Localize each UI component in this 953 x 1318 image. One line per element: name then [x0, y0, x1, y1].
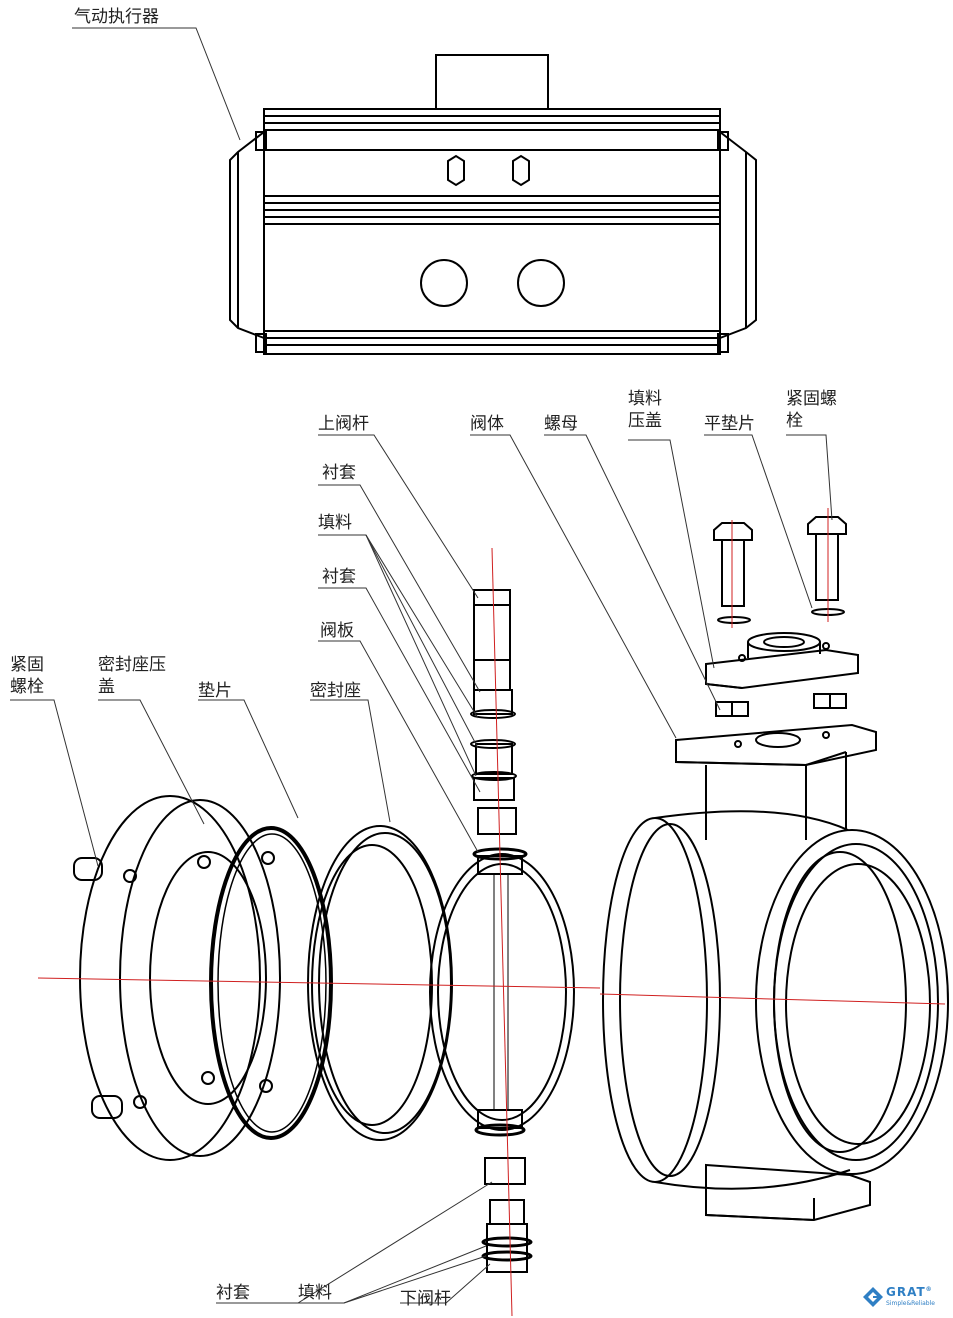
valve-body-drawing — [602, 723, 949, 1222]
actuator-drawing — [229, 54, 757, 355]
label-seat: 密封座 — [310, 681, 361, 701]
label-packing-bottom: 填料 — [298, 1283, 332, 1303]
label-upper-stem: 上阀杆 — [318, 414, 369, 434]
label-lower-stem: 下阀杆 — [400, 1289, 451, 1309]
label-flat-washer: 平垫片 — [704, 414, 755, 434]
label-gasket: 垫片 — [198, 681, 232, 701]
label-seat-retainer: 密封座压盖 — [98, 655, 166, 697]
label-disc: 阀板 — [320, 621, 354, 641]
label-bushing-bottom: 衬套 — [216, 1283, 250, 1303]
upper-stem-drawing — [470, 589, 517, 835]
label-bushing-1: 衬套 — [322, 463, 356, 483]
label-flange-bolt: 紧固螺栓 — [10, 655, 44, 697]
grat-logo: GRAT® Simple&Reliable — [862, 1284, 950, 1314]
lower-stem-drawing — [481, 1157, 533, 1273]
label-packing-1: 填料 — [318, 513, 352, 533]
centerlines — [37, 508, 946, 1317]
label-body: 阀体 — [470, 414, 504, 434]
logo-brand: GRAT® — [886, 1285, 933, 1299]
seat-retainer-drawing — [73, 795, 281, 1161]
logo-tagline: Simple&Reliable — [886, 1300, 935, 1307]
label-top-bolt: 紧固螺栓 — [786, 389, 837, 431]
label-bushing-2: 衬套 — [322, 567, 356, 587]
label-nut: 螺母 — [544, 414, 578, 434]
label-actuator: 气动执行器 — [74, 7, 159, 27]
grat-logo-mark-icon — [863, 1287, 883, 1307]
bolt-group-drawing — [705, 516, 859, 717]
leader-lines — [10, 27, 833, 1304]
label-gland: 填料压盖 — [628, 389, 662, 431]
